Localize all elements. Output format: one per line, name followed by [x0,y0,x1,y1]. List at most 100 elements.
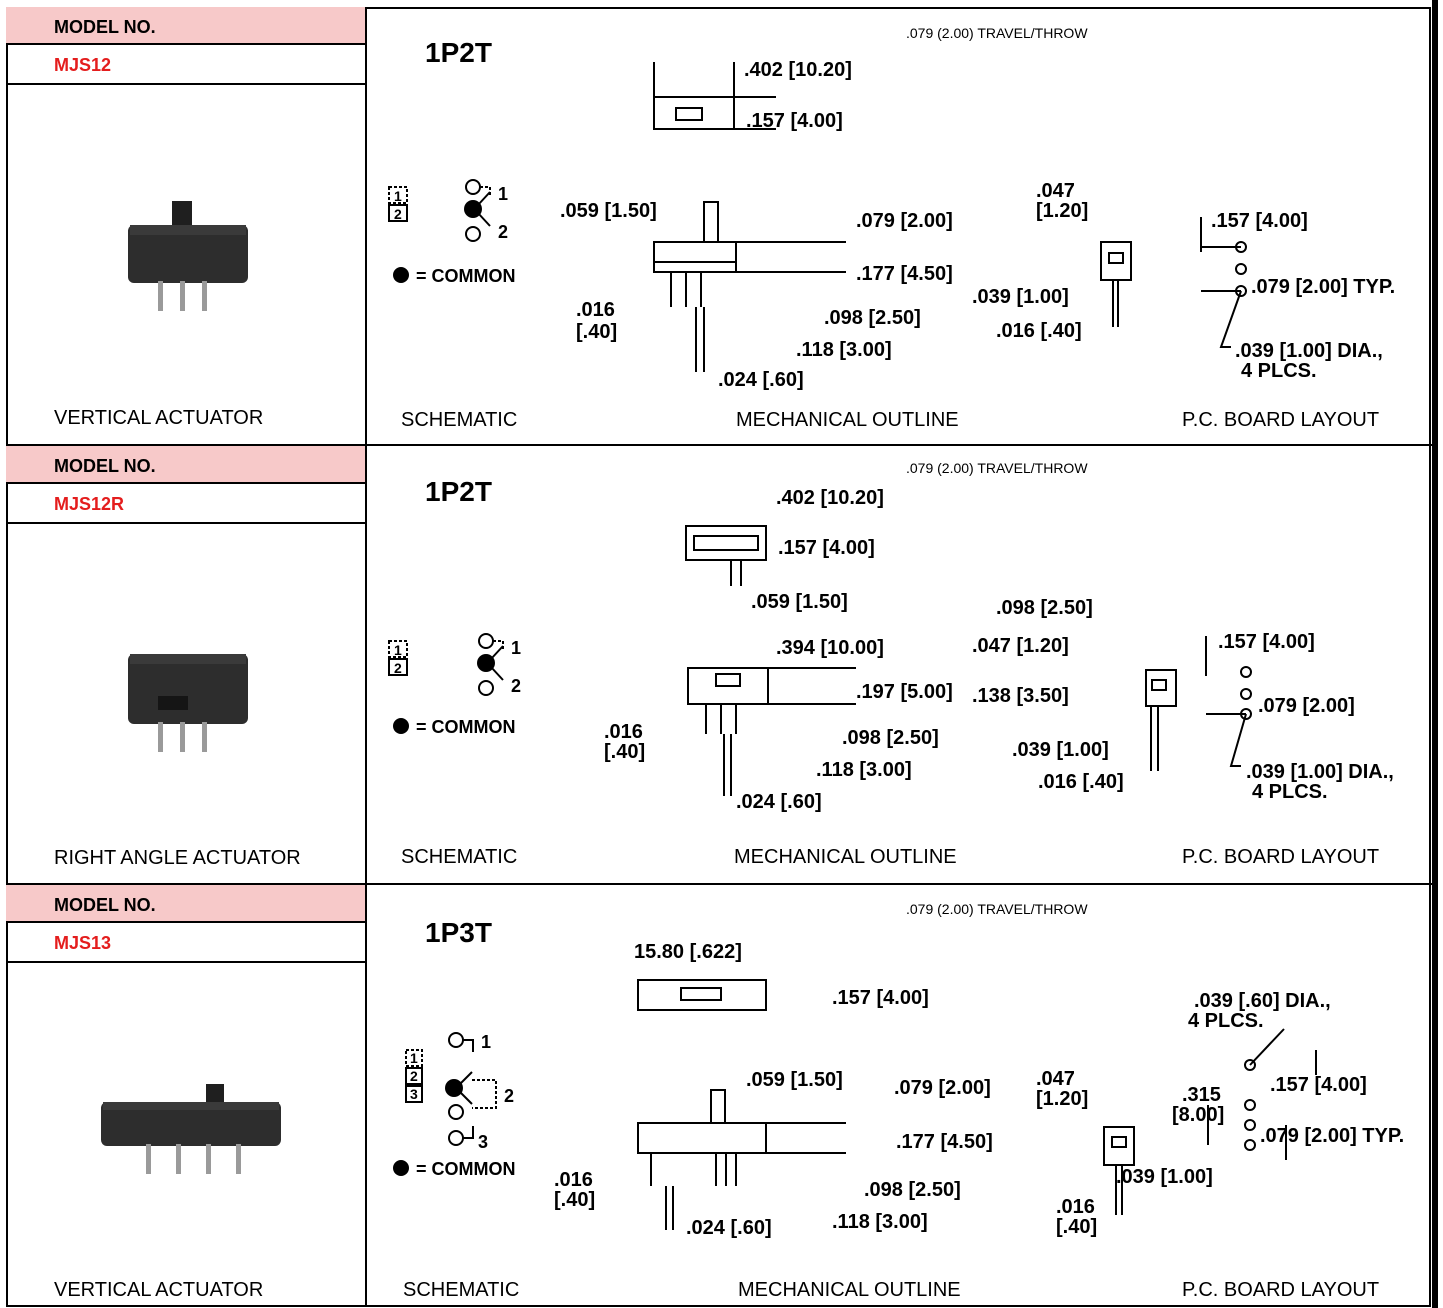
pole-config: 1P3T [425,917,492,948]
dim-pin-length: .098 [2.50] [824,307,921,329]
dim-side-a: .047 [1.20] [972,635,1069,657]
side-view: .047 [1.20] .039 [1.00] .016 [.40] [972,180,1132,342]
section-mjs12r: MODEL NO. MJS12R RIGHT ANGLE ACTUATOR 1P… [6,446,1433,884]
dim-pin-offset-a: .016 [576,299,615,321]
dim-pin-offset-a: .016 [604,721,643,743]
schematic-diagram: 1 2 3 1 2 3 = COMMON [393,1032,516,1179]
mechanical-outline: 15.80 [.622] .157 [4.00] .059 [1.50] .07… [554,941,993,1239]
model-id: MJS13 [6,923,365,963]
pcb-layout: .039 [.60] DIA., 4 PLCS. .315 [8.00] .15… [1172,990,1404,1160]
dim-side-a: .047 [1036,180,1075,202]
mechanical-outline: .402 [10.20] .157 [4.00] .059 [1.50] .07… [560,59,953,391]
pcb-dia-b: 4 PLCS. [1241,360,1317,382]
sch-terminal-1: 1 [511,638,521,658]
model-column: MODEL NO. MJS12R RIGHT ANGLE ACTUATOR [6,446,367,884]
switch-photo-vertical [128,201,248,311]
dim-actuator-width: .059 [1.50] [560,200,657,222]
dim-pin-width: .024 [.60] [736,791,822,813]
travel-throw: .079 (2.00) TRAVEL/THROW [906,460,1088,476]
sch-terminal-1: 1 [481,1032,491,1052]
pcb-dia-a: .039 [1.00] DIA., [1246,761,1394,783]
dim-top-actuator: .059 [1.50] [751,591,848,613]
section-mjs12: MODEL NO. MJS12 VERTICAL ACTUATOR 1P2T .… [6,7,1433,446]
dim-actuator-width: .059 [1.50] [746,1069,843,1091]
sch-terminal-1: 1 [498,184,508,204]
pcb-315-a: .315 [1182,1084,1221,1106]
sch-terminal-2: 2 [504,1086,514,1106]
sch-label-2: 2 [410,1068,418,1084]
dim-pin-total: .118 [3.00] [816,759,912,781]
caption-pcb: P.C. BOARD LAYOUT [1182,1279,1380,1301]
actuator-label: RIGHT ANGLE ACTUATOR [54,847,301,869]
side-view: .098 [2.50] .047 [1.20] .138 [3.50] .039… [972,597,1177,793]
dim-pin-offset-b: [.40] [554,1189,595,1211]
dim-body-height: .177 [4.50] [896,1131,993,1153]
schematic-diagram: 1 2 1 2 = COMMON [388,179,516,286]
caption-schematic: SCHEMATIC [401,846,518,868]
caption-mechanical: MECHANICAL OUTLINE [736,409,959,431]
pcb-pitch: .157 [4.00] [1270,1074,1367,1096]
dim-side-pin: .039 [1.00] [972,286,1069,308]
sch-label-1: 1 [410,1050,418,1066]
model-no-label: MODEL NO. [6,7,365,45]
dim-top-width: .402 [10.20] [744,59,852,81]
dim-pin-offset-b: [.40] [604,741,645,763]
switch-photo-right-angle [128,654,248,752]
dim-top-width: 15.80 [.622] [634,941,742,963]
sch-terminal-2: 2 [498,222,508,242]
sch-terminal-3: 3 [478,1132,488,1152]
dim-top-height: .157 [4.00] [778,537,875,559]
dim-body-height: .177 [4.50] [856,263,953,285]
caption-pcb: P.C. BOARD LAYOUT [1182,846,1380,868]
sch-label-2: 2 [394,660,402,676]
dim-pin-offset-b: [.40] [576,321,617,343]
dim-top-height: .157 [4.00] [832,987,929,1009]
dim-actuator-height: .079 [2.00] [856,210,953,232]
right-edge-bar [1432,0,1438,1308]
pcb-dia-a: .039 [1.00] DIA., [1235,340,1383,362]
section-mjs13: MODEL NO. MJS13 VERTICAL ACTUATOR 1P3T .… [6,885,1433,1307]
common-legend: = COMMON [416,717,516,737]
mechanical-outline: .402 [10.20] .157 [4.00] .059 [1.50] .39… [604,487,953,813]
datasheet-frame [6,7,1431,1307]
dim-side-a: .047 [1036,1068,1075,1090]
caption-schematic: SCHEMATIC [403,1279,520,1301]
pcb-315-b: [8.00] [1172,1104,1224,1126]
common-legend: = COMMON [416,1159,516,1179]
travel-throw: .079 (2.00) TRAVEL/THROW [906,901,1088,917]
dim-front-width: .394 [10.00] [776,637,884,659]
dim-side-pin2-b: [.40] [1056,1216,1097,1238]
pcb-typ: .079 [2.00] [1258,695,1355,717]
pole-config: 1P2T [425,37,492,68]
actuator-label: VERTICAL ACTUATOR [54,1279,264,1301]
dim-actuator-height: .079 [2.00] [894,1077,991,1099]
section-divider [6,883,1433,885]
sch-label-3: 3 [410,1086,418,1102]
caption-mechanical: MECHANICAL OUTLINE [734,846,957,868]
dim-side-pin: .039 [1.00] [1012,739,1109,761]
pole-config: 1P2T [425,476,492,507]
dim-pin-total: .118 [3.00] [832,1211,928,1233]
common-legend: = COMMON [416,266,516,286]
sch-label-1: 1 [394,642,402,658]
dim-pin-width: .024 [.60] [686,1217,772,1239]
pcb-typ: .079 [2.00] TYP. [1260,1125,1404,1147]
caption-mechanical: MECHANICAL OUTLINE [738,1279,961,1301]
dim-side-pin2: .016 [.40] [1038,771,1124,793]
dim-side-top: .098 [2.50] [996,597,1093,619]
pcb-layout: .157 [4.00] .079 [2.00] .039 [1.00] DIA.… [1205,631,1394,803]
side-view: .047 [1.20] .039 [1.00] .016 [.40] [1036,1068,1213,1238]
sch-label-1: 1 [394,188,402,204]
pcb-layout: .157 [4.00] .079 [2.00] TYP. .039 [1.00]… [1200,210,1395,382]
switch-photo-vertical-3pos [101,1084,281,1174]
pcb-pitch: .157 [4.00] [1211,210,1308,232]
dim-pin-width: .024 [.60] [718,369,804,391]
sch-label-2: 2 [394,206,402,222]
model-column: MODEL NO. MJS12 VERTICAL ACTUATOR [6,7,367,446]
model-id: MJS12R [6,484,365,524]
actuator-label: VERTICAL ACTUATOR [54,407,264,429]
model-no-label: MODEL NO. [6,446,365,484]
dim-pin-length: .098 [2.50] [864,1179,961,1201]
pcb-dia-b: 4 PLCS. [1188,1010,1264,1032]
pcb-dia-b: 4 PLCS. [1252,781,1328,803]
